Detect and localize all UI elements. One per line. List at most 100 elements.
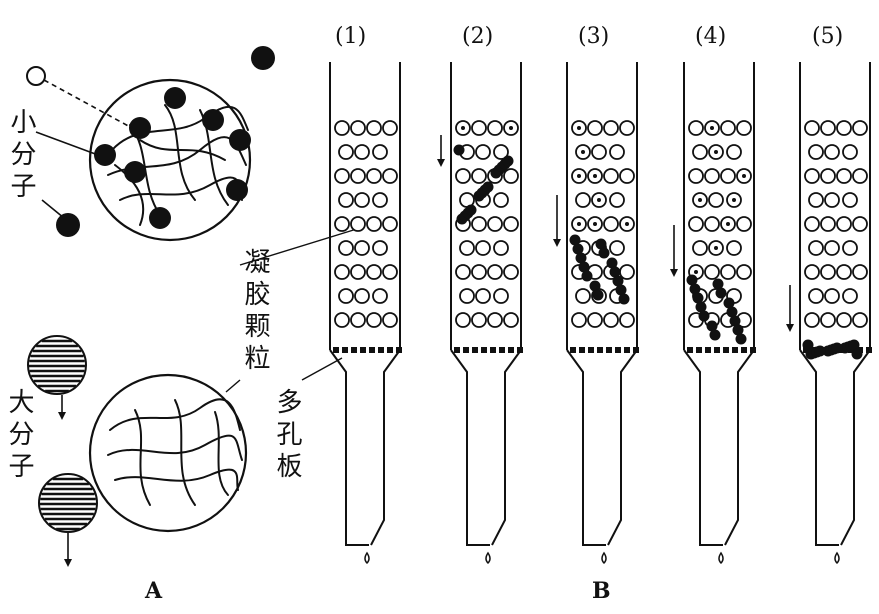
gel-particle [367,313,381,327]
small-molecule-band [716,288,727,299]
porous-plate-hole [579,347,585,353]
gel-particle [339,241,353,255]
porous-plate-hole [624,347,630,353]
droplet [365,553,369,563]
gel-particle [335,313,349,327]
small-molecule-band [699,311,710,322]
gel-particle [853,121,867,135]
porous-plate-hole [606,347,612,353]
gel-particle [472,217,486,231]
gel-particle [592,145,606,159]
gel-fiber [110,399,240,430]
particle-dot [710,126,714,130]
porous-plate-hole [696,347,702,353]
gel-particle [383,169,397,183]
gel-particle [821,265,835,279]
gel-particle [335,217,349,231]
gel-particle [837,217,851,231]
gel-particle [373,193,387,207]
gel-particle [727,241,741,255]
small-molecule-band [599,248,610,259]
column-number-5: (5) [812,26,843,48]
gel-particle [620,265,634,279]
gel-particle [355,289,369,303]
porous-plate-hole [342,347,348,353]
porous-plate-hole [687,347,693,353]
column-4 [670,62,756,563]
column-number-4: (4) [695,26,726,48]
small-molecule-band [454,145,465,156]
gel-label-leader [226,380,240,392]
particle-dot [714,150,718,154]
porous-plate-hole [360,347,366,353]
gel-particle-label: 凝胶颗粒 [242,248,268,376]
flow-arrow-head [58,412,66,420]
small-molecule-inside [124,161,146,183]
gel-particle [610,145,624,159]
column-funnel [725,350,754,545]
gel-particle [837,265,851,279]
gel-particle [809,241,823,255]
gel-particle [572,313,586,327]
panel-b-label: B [592,580,611,602]
particle-dot [461,126,465,130]
gel-particle [843,145,857,159]
small-molecule-inside [129,117,151,139]
gel-particle [620,121,634,135]
column-funnel [800,350,839,545]
droplet [486,553,490,563]
column-funnel [451,350,490,545]
porous-plate-hole [387,347,393,353]
porous-plate-hole [369,347,375,353]
flow-arrow-head [64,559,72,567]
gel-particle [339,145,353,159]
gel-particle [367,265,381,279]
gel-particle [476,145,490,159]
gel-particle [335,265,349,279]
gel-particle [727,145,741,159]
small-molecule-band [503,156,514,167]
porous-plate-hole [588,347,594,353]
small-molecule-inside [226,179,248,201]
gel-particle [460,241,474,255]
gel-particle [351,217,365,231]
gel-particle [383,121,397,135]
flow-arrow-head [553,239,561,247]
gel-particle [709,193,723,207]
porous-plate-hole [750,347,756,353]
gel-particle [456,313,470,327]
small-molecule-band [815,346,826,357]
gel-particle [335,169,349,183]
gel-particle [355,145,369,159]
gel-particle [355,241,369,255]
porous-plate-hole [714,347,720,353]
gel-particle [705,217,719,231]
particle-dot [698,198,702,202]
column-funnel [841,350,870,545]
small-molecule-band [582,271,593,282]
gel-particle [456,169,470,183]
gel-particle [383,265,397,279]
porous-plate-hole [597,347,603,353]
gel-particle [472,121,486,135]
gel-particle [456,265,470,279]
gel-particle [689,217,703,231]
droplet [602,553,606,563]
small-molecule-outside [251,46,275,70]
gel-particle [689,121,703,135]
gel-particle [693,145,707,159]
gel-particle [504,313,518,327]
gel-particle [488,121,502,135]
particle-dot [694,270,698,274]
droplet [835,553,839,563]
porous-plate-hole [615,347,621,353]
particle-dot [625,222,629,226]
gel-particle [335,121,349,135]
gel-particle [737,265,751,279]
column-number-2: (2) [462,26,493,48]
gel-particle [476,241,490,255]
porous-plate-hole [481,347,487,353]
gel-particle [373,145,387,159]
porous-plate-hole [396,347,402,353]
gel-particle [809,193,823,207]
